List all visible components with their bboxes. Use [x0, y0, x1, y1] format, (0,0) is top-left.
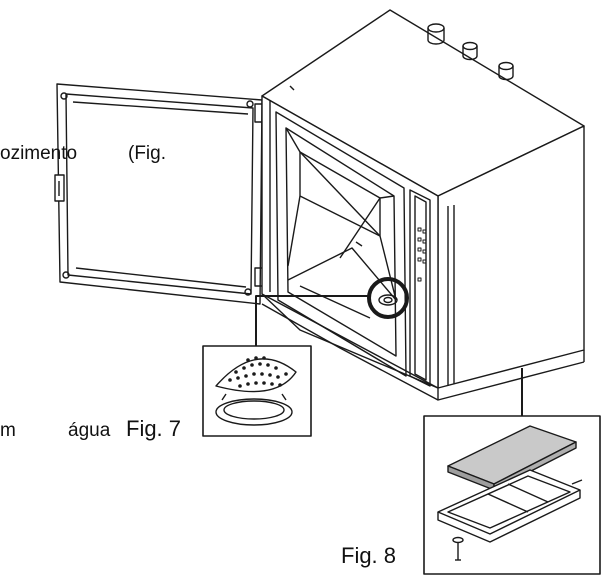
fig7-detail-box [202, 345, 312, 437]
cut-text-fig-ref: (Fig. [128, 143, 166, 164]
fig7-leader-line [255, 295, 370, 346]
cut-text-m: m [0, 420, 16, 441]
cut-text-ozimento: ozimento [0, 143, 78, 164]
fig8-caption: Fig. 8 [341, 543, 397, 568]
fig7-caption: Fig. 7 [126, 416, 182, 441]
oven-body [261, 9, 585, 401]
oven-door [54, 83, 265, 305]
cut-text-agua: água [68, 420, 111, 441]
fig8-detail-box [423, 415, 601, 575]
drain-highlight-circle [367, 277, 409, 319]
